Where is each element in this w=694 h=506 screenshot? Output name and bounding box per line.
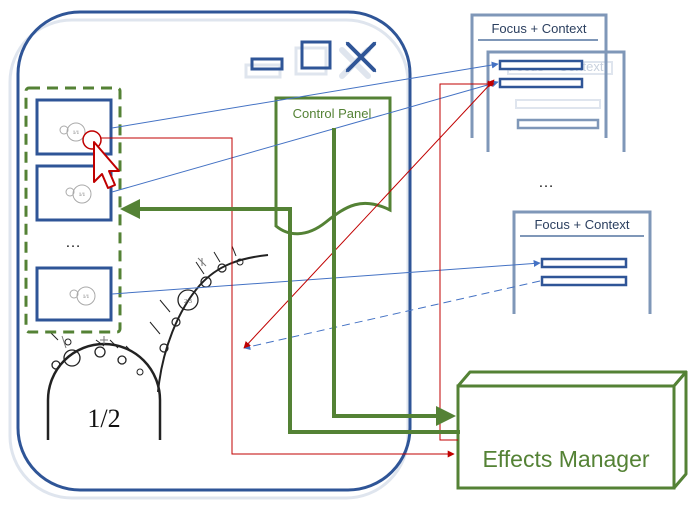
thumbnail-item[interactable]: 1/1	[35, 98, 113, 156]
context-bar	[498, 77, 584, 89]
link-effects-context	[439, 80, 495, 441]
focus-bar	[498, 59, 584, 71]
effects-manager[interactable]	[456, 370, 688, 490]
focus-context-bottom-title: Focus + Context	[534, 217, 629, 232]
focus-context-ellipsis: …	[538, 174, 554, 191]
link-thumb3-focus	[111, 259, 541, 295]
focus-bar	[540, 257, 628, 269]
focus-context-window-front: Focus + Context	[470, 13, 608, 138]
context-bar	[540, 275, 628, 287]
fractal-small-label: 2/3	[184, 299, 192, 305]
cursor-icon	[93, 141, 120, 189]
close-icon[interactable]	[339, 41, 377, 79]
thumbnail-ellipsis: …	[65, 234, 81, 251]
link-controlpanel-effects	[332, 128, 456, 426]
link-effects-thumbnails	[120, 199, 460, 434]
thumbnail-label: 1/1	[79, 193, 86, 198]
link-fractal-focus	[243, 79, 495, 349]
minimize-icon[interactable]	[244, 57, 284, 79]
main-bulb	[46, 342, 162, 440]
effects-manager-title: Effects Manager	[482, 446, 649, 472]
maximize-icon[interactable]	[294, 40, 332, 76]
link-cursor-effects	[100, 137, 455, 458]
focus-context-window-bottom: Focus + Context	[512, 210, 652, 314]
thumbnail-item[interactable]: 1/1	[35, 164, 113, 222]
thumbnail-label: 1/1	[73, 131, 80, 136]
focus-context-top-title: Focus + Context	[491, 21, 586, 36]
selection-ring	[82, 130, 102, 150]
fractal-view: 1/2 2/3	[46, 245, 269, 440]
thumbnail-item[interactable]: 1/1	[35, 266, 113, 322]
thumbnail-label: 1/1	[83, 295, 90, 300]
control-panel-title: Control Panel	[293, 106, 372, 121]
fractal-main-label: 1/2	[87, 404, 120, 433]
